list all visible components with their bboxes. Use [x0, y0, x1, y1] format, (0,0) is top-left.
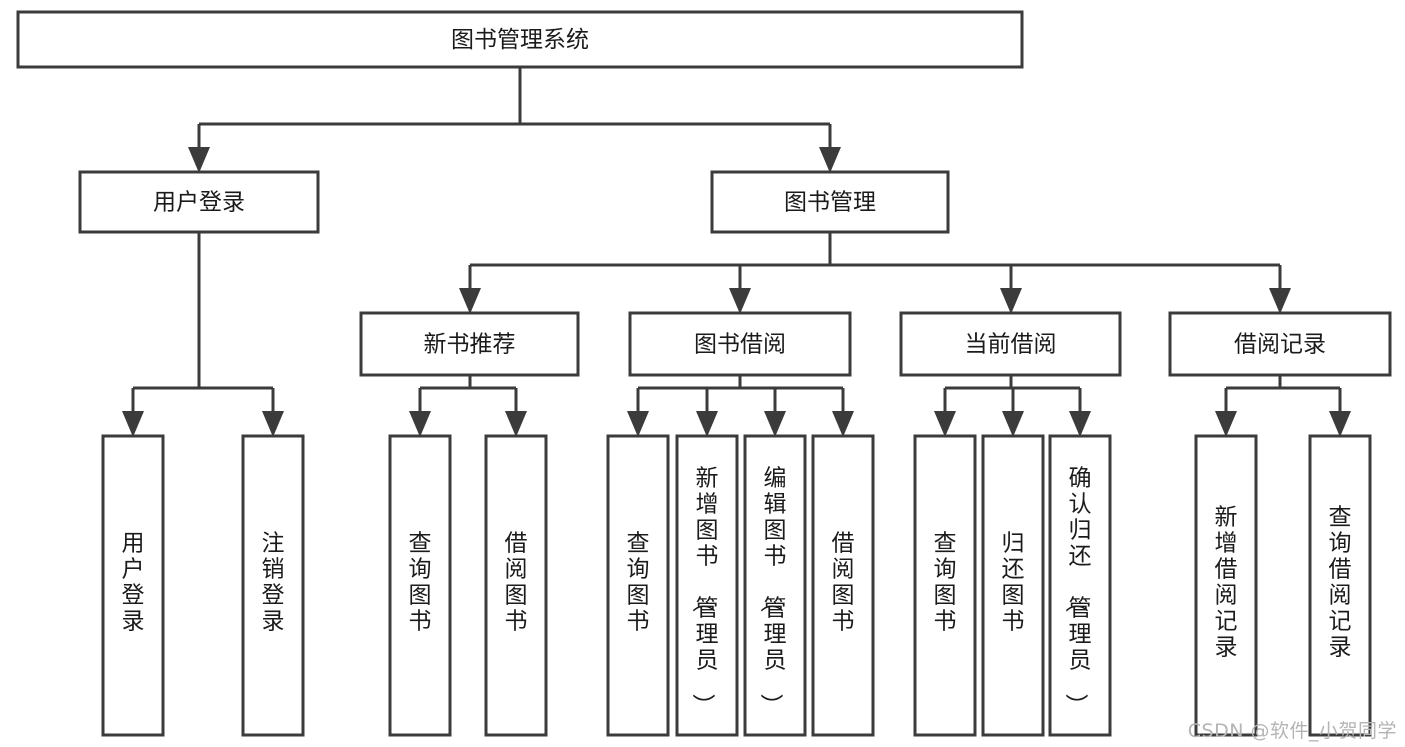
node-leaf-borrow-book-1: 借阅图书: [484, 434, 548, 737]
node-box-leaf-query-book-2[interactable]: [606, 434, 670, 737]
node-label-leaf-add-book: 新增图书（管理员）: [690, 466, 719, 717]
arrow-head-icon: [832, 411, 854, 437]
node-box-leaf-add-record[interactable]: [1194, 434, 1258, 737]
edge-group-user-login: [122, 232, 284, 437]
edge-group-book-borrow: [627, 375, 854, 437]
node-box-book-borrow[interactable]: [628, 311, 852, 377]
node-label-new-book-recommend: 新书推荐: [424, 332, 516, 358]
node-label-leaf-user-login: 用户登录: [122, 531, 145, 635]
node-label-current-borrow: 当前借阅: [965, 332, 1057, 358]
arrow-head-icon: [729, 288, 751, 314]
node-box-root[interactable]: [16, 10, 1024, 69]
node-leaf-confirm-return: 确认归还（管理员）: [1048, 434, 1112, 737]
arrow-head-icon: [819, 147, 841, 173]
arrow-head-icon: [696, 411, 718, 437]
node-box-leaf-add-book[interactable]: [675, 434, 739, 737]
edge-group-root: [188, 67, 841, 173]
arrow-head-icon: [262, 411, 284, 437]
arrow-head-icon: [459, 288, 481, 314]
node-box-new-book-recommend[interactable]: [359, 311, 580, 377]
arrow-head-icon: [188, 147, 210, 173]
node-current-borrow: 当前借阅: [899, 311, 1122, 377]
node-new-book-recommend: 新书推荐: [359, 311, 580, 377]
node-book-manage: 图书管理: [710, 170, 950, 234]
node-label-user-login: 用户登录: [153, 190, 245, 216]
arrow-head-icon: [1215, 411, 1237, 437]
node-label-root: 图书管理系统: [451, 27, 589, 53]
node-leaf-query-book-2: 查询图书: [606, 434, 670, 737]
node-box-leaf-user-logout[interactable]: [241, 434, 305, 737]
node-leaf-user-logout: 注销登录: [241, 434, 305, 737]
node-leaf-user-login: 用户登录: [101, 434, 165, 737]
node-box-user-login[interactable]: [78, 170, 320, 234]
edge-group-book-manage: [459, 232, 1291, 314]
node-box-borrow-record[interactable]: [1168, 311, 1392, 377]
node-leaf-query-book-3: 查询图书: [913, 434, 977, 737]
node-label-leaf-add-record: 新增借阅记录: [1215, 505, 1238, 661]
node-box-book-manage[interactable]: [710, 170, 950, 234]
arrow-head-icon: [627, 411, 649, 437]
node-label-leaf-confirm-return: 确认归还（管理员）: [1063, 466, 1092, 717]
edge-group-current-borrow: [934, 375, 1091, 437]
edge-group-borrow-record: [1215, 375, 1351, 437]
arrow-head-icon: [1002, 411, 1024, 437]
node-borrow-record: 借阅记录: [1168, 311, 1392, 377]
node-box-leaf-return-book[interactable]: [981, 434, 1045, 737]
node-label-book-manage: 图书管理: [784, 190, 876, 216]
arrow-head-icon: [1000, 288, 1022, 314]
node-label-leaf-user-logout: 注销登录: [262, 531, 285, 635]
node-user-login: 用户登录: [78, 170, 320, 234]
node-box-leaf-borrow-book-2[interactable]: [811, 434, 875, 737]
node-book-borrow: 图书借阅: [628, 311, 852, 377]
node-box-leaf-borrow-book-1[interactable]: [484, 434, 548, 737]
node-leaf-borrow-book-2: 借阅图书: [811, 434, 875, 737]
node-leaf-add-record: 新增借阅记录: [1194, 434, 1258, 737]
arrow-head-icon: [1069, 411, 1091, 437]
node-leaf-edit-book: 编辑图书（管理员）: [743, 434, 807, 737]
arrow-head-icon: [764, 411, 786, 437]
arrow-head-icon: [1329, 411, 1351, 437]
node-layer: 图书管理系统用户登录图书管理新书推荐图书借阅当前借阅借阅记录用户登录注销登录查询…: [16, 10, 1392, 737]
node-box-leaf-query-record[interactable]: [1308, 434, 1372, 737]
node-label-leaf-edit-book: 编辑图书（管理员）: [758, 466, 787, 717]
node-box-leaf-user-login[interactable]: [101, 434, 165, 737]
node-label-leaf-query-book-3: 查询图书: [934, 531, 957, 635]
arrow-head-icon: [1269, 288, 1291, 314]
node-box-leaf-confirm-return[interactable]: [1048, 434, 1112, 737]
node-label-leaf-query-book-2: 查询图书: [627, 531, 650, 635]
node-label-leaf-borrow-book-2: 借阅图书: [832, 531, 855, 635]
node-label-borrow-record: 借阅记录: [1234, 332, 1326, 358]
node-label-book-borrow: 图书借阅: [694, 332, 786, 358]
node-label-leaf-query-record: 查询借阅记录: [1329, 505, 1352, 661]
node-leaf-query-book-1: 查询图书: [388, 434, 452, 737]
node-label-leaf-return-book: 归还图书: [1002, 531, 1025, 635]
arrow-head-icon: [409, 411, 431, 437]
node-leaf-add-book: 新增图书（管理员）: [675, 434, 739, 737]
arrow-head-icon: [505, 411, 527, 437]
node-leaf-return-book: 归还图书: [981, 434, 1045, 737]
node-label-leaf-borrow-book-1: 借阅图书: [505, 531, 528, 635]
connector-layer: [122, 67, 1351, 437]
node-leaf-query-record: 查询借阅记录: [1308, 434, 1372, 737]
arrow-head-icon: [934, 411, 956, 437]
node-box-leaf-query-book-3[interactable]: [913, 434, 977, 737]
node-box-current-borrow[interactable]: [899, 311, 1122, 377]
node-box-leaf-edit-book[interactable]: [743, 434, 807, 737]
node-label-leaf-query-book-1: 查询图书: [409, 531, 432, 635]
arrow-head-icon: [122, 411, 144, 437]
node-root: 图书管理系统: [16, 10, 1024, 69]
node-box-leaf-query-book-1[interactable]: [388, 434, 452, 737]
edge-group-new-book-recommend: [409, 375, 527, 437]
